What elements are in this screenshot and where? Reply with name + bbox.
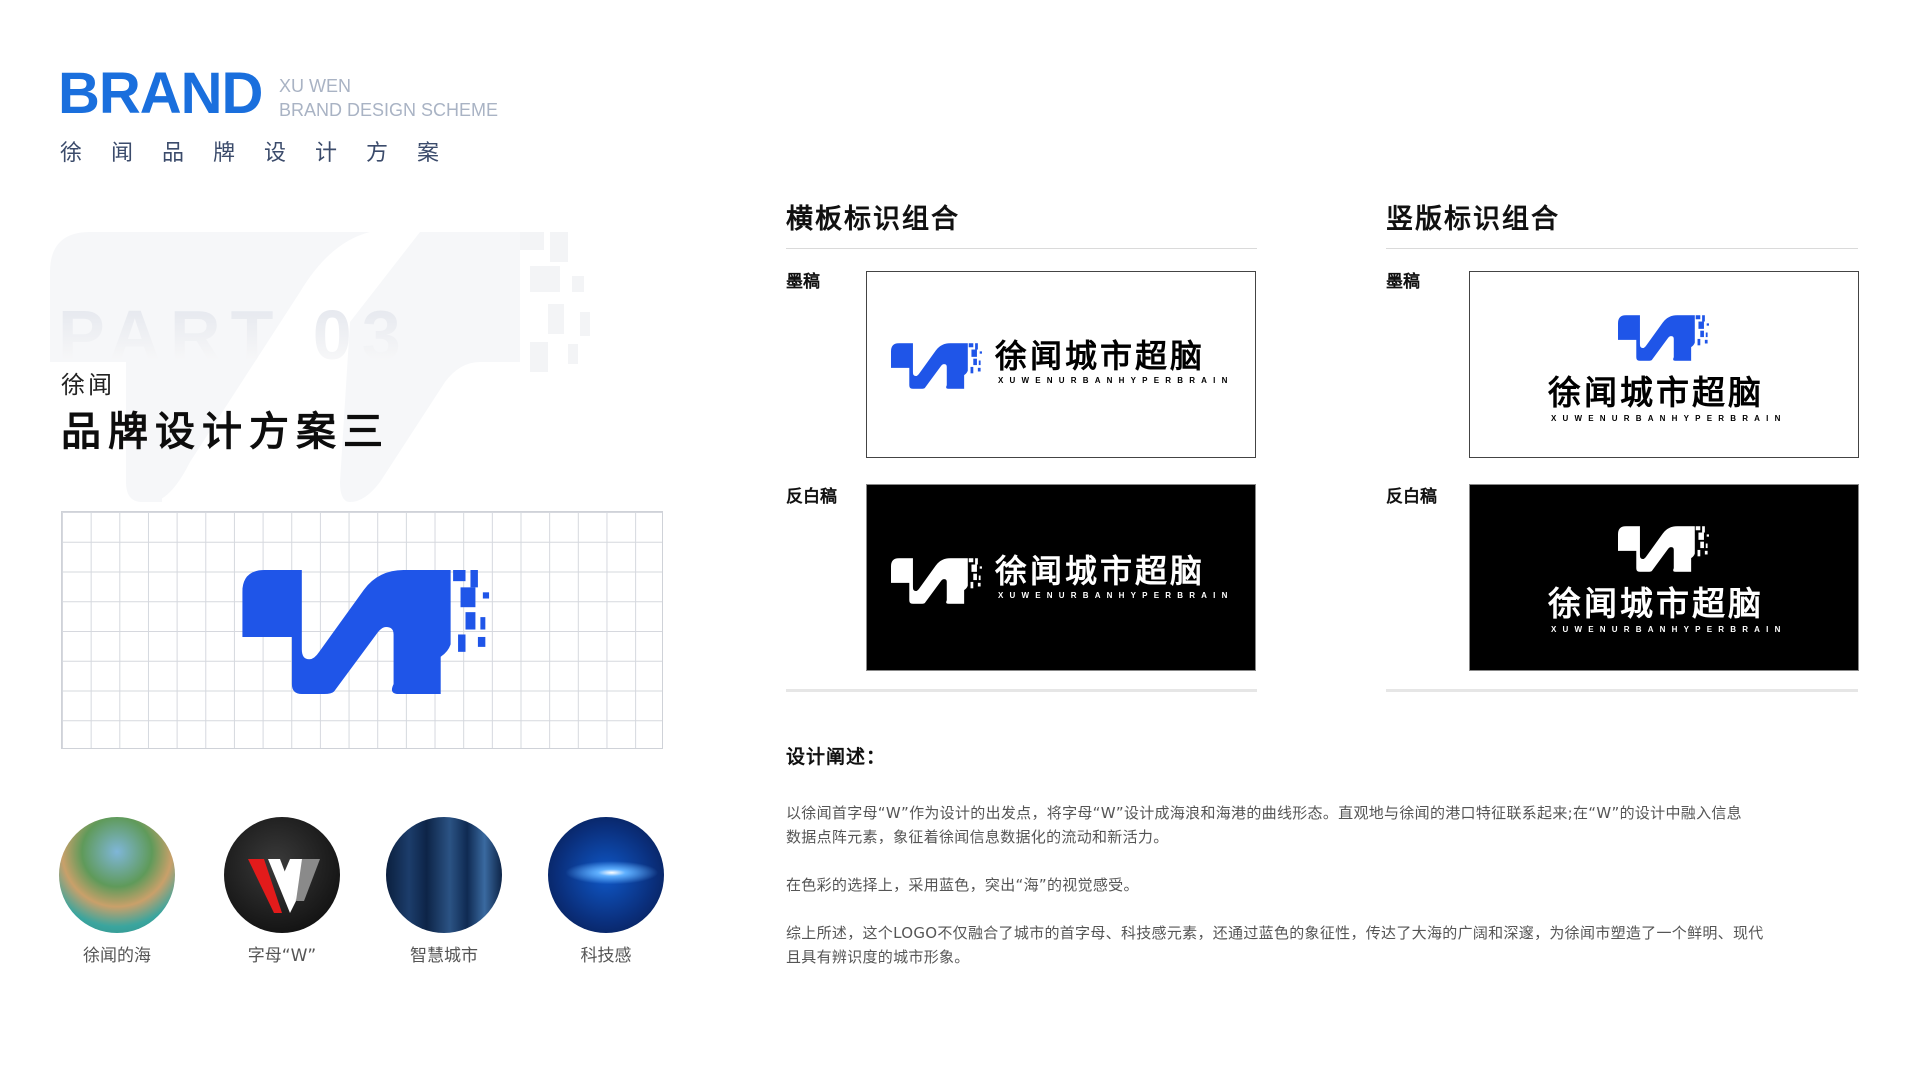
- brand-sub-line1: XU WEN: [279, 76, 351, 96]
- brand-subtitle: XU WEN BRAND DESIGN SCHEME: [279, 74, 498, 122]
- sea-photo-icon: [59, 817, 175, 933]
- inspiration-label: 徐闻的海: [83, 946, 151, 966]
- ink-label: 墨稿: [1386, 272, 1420, 292]
- w-logo-icon: [891, 343, 987, 389]
- letter-w-photo-icon: [224, 817, 340, 933]
- horizontal-reverse-logo-panel: 徐闻城市超脑 XUWENURBANHYPERBRAIN: [866, 484, 1256, 671]
- logo-name: 徐闻城市超脑: [995, 552, 1206, 590]
- description-line: 以徐闻首字母“W”作为设计的出发点，将字母“W”设计成海浪和海港的曲线形态。直观…: [786, 804, 1742, 822]
- ink-label: 墨稿: [786, 272, 820, 292]
- logo-tagline: XUWENURBANHYPERBRAIN: [998, 591, 1234, 600]
- inspiration-label: 字母“W”: [247, 946, 317, 966]
- brand-wordmark: BRAND: [58, 61, 263, 126]
- vertical-section-title: 竖版标识组合: [1386, 204, 1560, 235]
- logo-name: 徐闻城市超脑: [1548, 373, 1764, 412]
- vertical-reverse-logo-panel: 徐闻城市超脑 XUWENURBANHYPERBRAIN: [1469, 484, 1859, 671]
- hero-subtitle: 徐闻: [61, 371, 115, 399]
- inspiration-label: 智慧城市: [410, 946, 478, 966]
- part-watermark: PART 03: [58, 296, 411, 374]
- w-logo-icon: [891, 558, 987, 604]
- w-watermark-icon: [50, 232, 590, 502]
- description-paragraph-2: 在色彩的选择上，采用蓝色，突出“海”的视觉感受。: [786, 873, 1861, 897]
- description-title: 设计阐述：: [786, 746, 887, 768]
- vertical-ink-logo-panel: 徐闻城市超脑 XUWENURBANHYPERBRAIN: [1469, 271, 1859, 458]
- description-line: 在色彩的选择上，采用蓝色，突出“海”的视觉感受。: [786, 876, 1139, 894]
- w-logo-icon: [1618, 315, 1714, 361]
- tech-photo-icon: [548, 817, 664, 933]
- brand-sub-line2: BRAND DESIGN SCHEME: [279, 100, 499, 120]
- hero-title: 品牌设计方案三: [61, 409, 390, 455]
- description-line: 且具有辨识度的城市形象。: [786, 948, 970, 966]
- divider: [786, 689, 1257, 692]
- logo-tagline: XUWENURBANHYPERBRAIN: [1551, 414, 1787, 423]
- smart-city-photo-icon: [386, 817, 502, 933]
- horizontal-ink-logo-panel: 徐闻城市超脑 XUWENURBANHYPERBRAIN: [866, 271, 1256, 458]
- description-paragraph-3: 综上所述，这个LOGO不仅融合了城市的首字母、科技感元素，还通过蓝色的象征性，传…: [786, 921, 1861, 969]
- reverse-label: 反白稿: [1386, 487, 1437, 507]
- logo-name: 徐闻城市超脑: [1548, 584, 1764, 623]
- description-paragraph-1: 以徐闻首字母“W”作为设计的出发点，将字母“W”设计成海浪和海港的曲线形态。直观…: [786, 801, 1861, 849]
- divider: [1386, 689, 1858, 692]
- divider: [786, 248, 1257, 249]
- inspiration-label: 科技感: [580, 946, 632, 966]
- w-logo-icon: [1618, 526, 1714, 572]
- horizontal-section-title: 横板标识组合: [786, 204, 960, 235]
- description-line: 综上所述，这个LOGO不仅融合了城市的首字母、科技感元素，还通过蓝色的象征性，传…: [786, 924, 1764, 942]
- logo-tagline: XUWENURBANHYPERBRAIN: [1551, 625, 1787, 634]
- logo-tagline: XUWENURBANHYPERBRAIN: [998, 376, 1234, 385]
- reverse-label: 反白稿: [786, 487, 837, 507]
- w-logo-icon: [220, 570, 525, 694]
- divider: [1386, 248, 1858, 249]
- brand-cn-title: 徐闻品牌设计方案: [60, 141, 469, 166]
- description-line: 数据点阵元素，象征着徐闻信息数据化的流动和新活力。: [786, 828, 1169, 846]
- logo-name: 徐闻城市超脑: [995, 337, 1206, 375]
